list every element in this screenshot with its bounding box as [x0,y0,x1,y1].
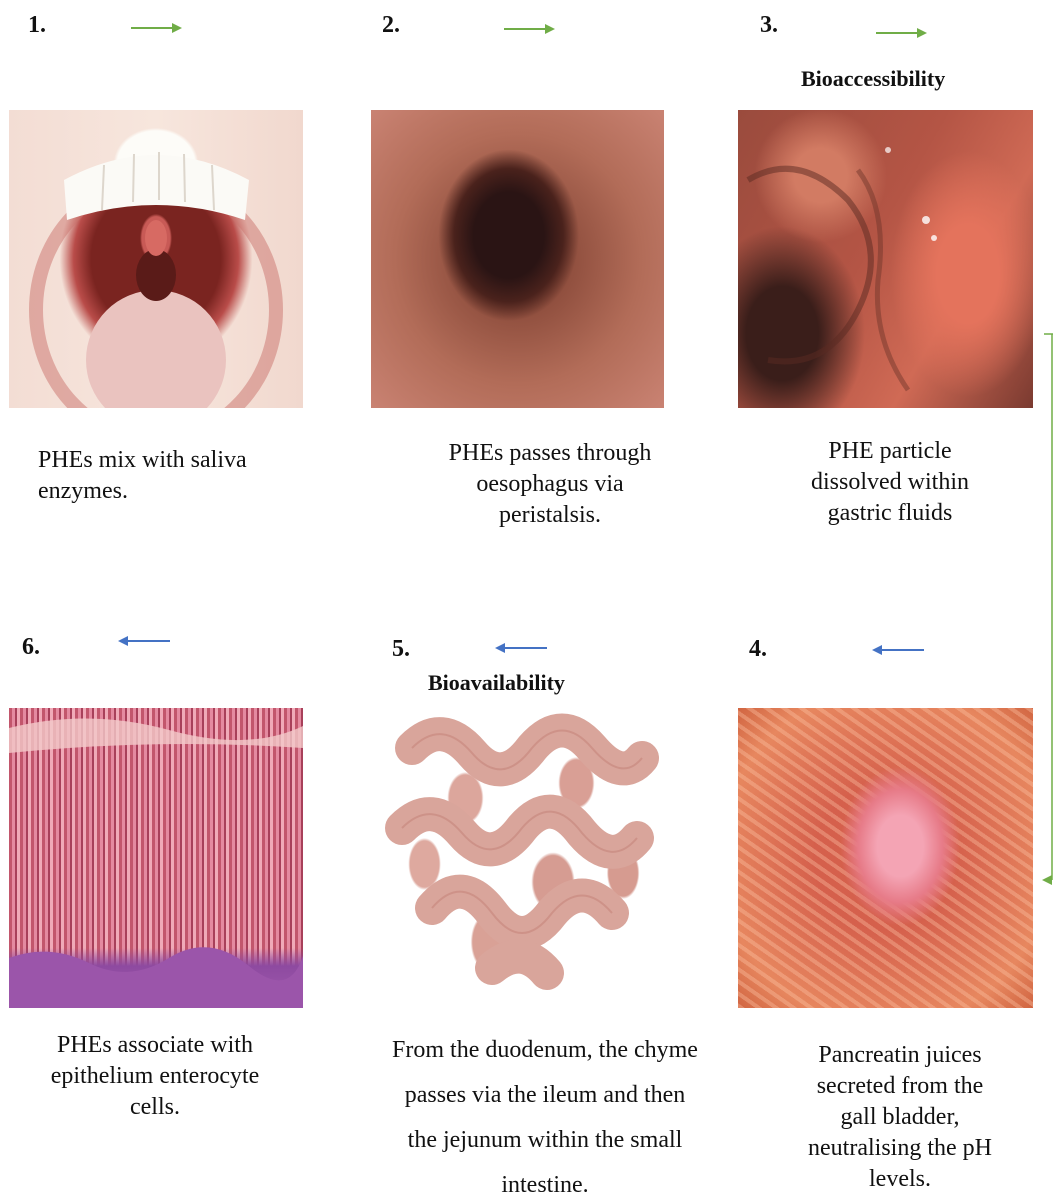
caption-line: cells. [20,1092,290,1123]
caption-line: From the duodenum, the chyme [355,1028,735,1073]
right-arrow-icon [875,26,929,40]
stomach-image [738,110,1033,408]
right-arrow-icon [130,21,184,35]
step-number-3: 3. [760,12,778,39]
caption-line: gall bladder, [770,1102,1030,1133]
oesophagus-image [371,110,664,408]
left-arrow-icon [870,643,926,657]
step-1-caption: PHEs mix with saliva enzymes. [38,445,338,507]
caption-line: PHEs mix with saliva [38,445,338,476]
caption-line: passes via the ileum and then [355,1073,735,1118]
caption-line: PHEs associate with [20,1030,290,1061]
right-arrow-icon [503,22,557,36]
caption-line: oesophagus via [390,469,710,500]
step-2-caption: PHEs passes through oesophagus via peris… [390,438,710,531]
caption-line: PHE particle [770,436,1010,467]
caption-line: enzymes. [38,476,338,507]
step-number-2: 2. [382,12,400,39]
left-arrow-icon [116,634,172,648]
step-6-caption: PHEs associate with epithelium enterocyt… [20,1030,290,1123]
step-4-caption: Pancreatin juices secreted from the gall… [770,1040,1030,1204]
left-arrow-icon [493,641,549,655]
caption-line: PHEs passes through [390,438,710,469]
step-number-4: 4. [749,636,767,663]
caption-line: intestine. [355,1163,735,1204]
step-5-caption: From the duodenum, the chyme passes via … [355,1028,735,1204]
step-number-6: 6. [22,634,40,661]
step-number-5: 5. [392,636,410,663]
down-connector-arrow-icon [1040,330,1057,895]
caption-line: dissolved within [770,467,1010,498]
caption-line: levels. [770,1164,1030,1195]
step-number-1: 1. [28,12,46,39]
epithelium-image [9,708,303,1008]
caption-line: neutralising the pH [770,1133,1030,1164]
caption-line: Pancreatin juices [770,1040,1030,1071]
small-intestine-image [372,708,664,1008]
caption-line: peristalsis. [390,500,710,531]
bioaccessibility-heading: Bioaccessibility [801,66,945,92]
bioavailability-heading: Bioavailability [428,670,565,696]
caption-line: secreted from the [770,1071,1030,1102]
caption-line: gastric fluids [770,498,1010,529]
mouth-image [9,110,303,408]
caption-line: epithelium enterocyte [20,1061,290,1092]
duodenum-villi-image [738,708,1033,1008]
caption-line: the jejunum within the small [355,1118,735,1163]
step-3-caption: PHE particle dissolved within gastric fl… [770,436,1010,534]
